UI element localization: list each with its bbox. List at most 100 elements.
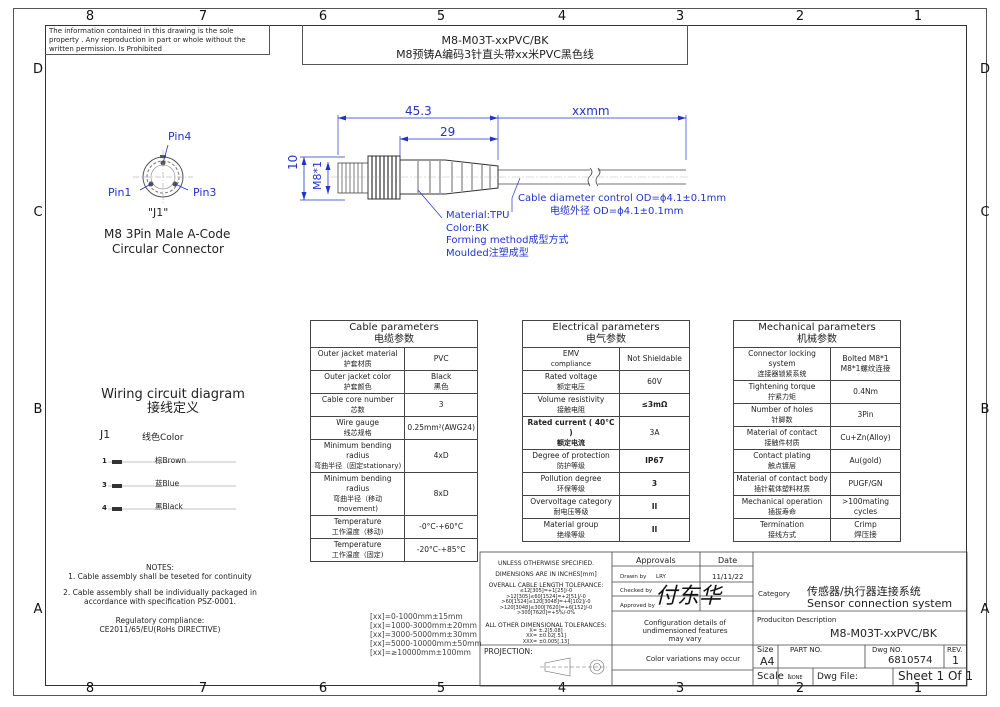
param-value: 60V [619, 370, 690, 394]
projection-label: PROJECTION: [484, 647, 533, 656]
wiring-color-header: 线色Color [142, 433, 184, 443]
zone-left-D: D [32, 62, 43, 77]
zone-bottom-6: 6 [318, 681, 328, 696]
pin1-label: Pin1 [108, 186, 132, 199]
dim-xxmm: xxmm [572, 104, 610, 118]
param-value: -0°C-+60°C [404, 515, 478, 539]
sheet-outer-border [13, 8, 987, 696]
wire-pin-1: 1 [102, 457, 107, 465]
wire-color-3: 蓝Blue [155, 479, 180, 488]
param-value: ≤3mΩ [619, 393, 690, 417]
production-desc-label: Produciton Description [757, 616, 837, 624]
scale-value: NONE [788, 675, 803, 681]
param-value: 3 [619, 472, 690, 496]
zone-right-A: A [980, 602, 990, 617]
dim-10: 10 [286, 154, 300, 170]
zone-bottom-4: 4 [557, 681, 567, 696]
wire-color-1: 棕Brown [155, 456, 187, 465]
param-value: 8xD [404, 472, 478, 516]
approved-by-label: Approved by [620, 603, 655, 609]
param-value: 4xD [404, 439, 478, 473]
zone-bottom-2: 2 [795, 681, 805, 696]
param-value: IP67 [619, 449, 690, 473]
rev-label: REV. [947, 646, 963, 654]
tolerance-block: UNLESS OTHERWISE SPECIFIED. DIMENSIONS A… [485, 560, 607, 645]
param-value: Au(gold) [830, 449, 901, 473]
param-value: >100mating cycles [830, 495, 901, 519]
zone-bottom-1: 1 [913, 681, 923, 696]
zone-top-3: 3 [675, 9, 685, 24]
zone-top-4: 4 [557, 9, 567, 24]
param-value: PUGF/GN [830, 472, 901, 496]
dim-29: 29 [440, 125, 456, 139]
dwg-no-label: Dwg NO. [872, 646, 903, 654]
drawn-by-label: Drawn by [620, 574, 647, 580]
size-value: A4 [760, 655, 775, 668]
wire-color-4: 黑Black [155, 502, 183, 511]
zone-top-7: 7 [198, 9, 208, 24]
param-value: II [619, 518, 690, 542]
sheet-inner-border [45, 25, 967, 686]
param-value: 0.25mm²(AWG24) [404, 416, 478, 440]
titleblock-grid [479, 551, 968, 687]
pin3-label: Pin3 [193, 186, 217, 199]
zone-top-2: 2 [795, 9, 805, 24]
connector-desc-2: Circular Connector [112, 242, 224, 256]
param-value: -20°C-+85°C [404, 538, 478, 562]
param-value: 3Pin [830, 403, 901, 427]
param-value: 3 [404, 393, 478, 417]
rev-value: 1 [952, 654, 959, 667]
production-name: M8-M03T-xxPVC/BK [830, 627, 937, 640]
date-header: Date [718, 556, 738, 565]
drawn-date: 11/11/22 [712, 573, 744, 581]
zone-left-A: A [33, 602, 43, 617]
cable-diameter-note: Cable diameter control OD=ϕ4.1±0.1mm 电缆外… [518, 193, 727, 217]
notes-block: NOTES: 1. Cable assembly shall be tesete… [63, 563, 257, 634]
connector-ref: "J1" [148, 206, 169, 219]
dim-m8: M8*1 [311, 161, 324, 190]
wire-pin-4: 4 [102, 504, 107, 512]
zone-bottom-3: 3 [675, 681, 685, 696]
wiring-title: Wiring circuit diagram 接线定义 [101, 387, 245, 416]
title-line-2: M8预铸A编码3针直头带xx米PVC黑色线 [396, 48, 594, 61]
param-value: 0.4Nm [830, 380, 901, 404]
sheet-number: Sheet 1 Of 1 [898, 669, 974, 683]
signature: 付东华 [655, 584, 722, 609]
zone-bottom-7: 7 [198, 681, 208, 696]
param-value: 3A [619, 416, 690, 450]
material-note: Material:TPU Color:BK Forming method成型方式… [446, 210, 569, 259]
